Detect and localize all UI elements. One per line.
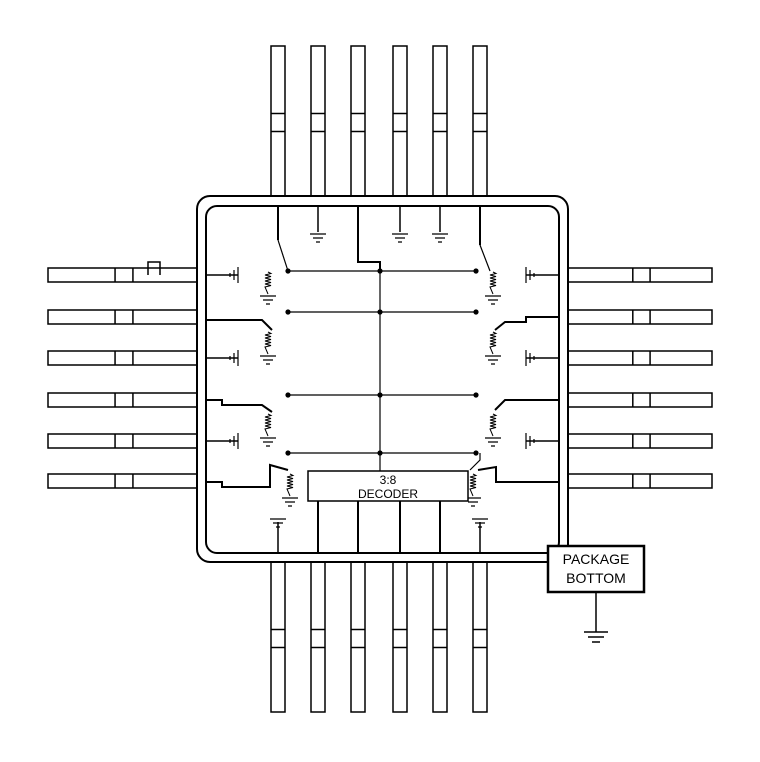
- internal-schematic: [147, 206, 559, 553]
- pin-lead: [47, 473, 198, 489]
- decoder-name-label: DECODER: [358, 487, 418, 501]
- pin-lead: [47, 267, 198, 283]
- decoder-ratio-label: 3:8: [380, 473, 397, 487]
- package-body: [196, 195, 569, 563]
- pin-lead: [472, 561, 488, 713]
- pin-lead: [392, 561, 408, 713]
- pin-lead: [567, 267, 713, 283]
- decoder-block: 3:8 DECODER: [307, 470, 469, 502]
- pin-lead: [472, 45, 488, 197]
- pin-lead: [47, 309, 198, 325]
- pin-lead: [567, 433, 713, 449]
- package-bottom-line2: BOTTOM: [566, 570, 626, 586]
- package-bottom-line1: PACKAGE: [563, 551, 630, 567]
- pin-lead: [47, 392, 198, 408]
- pin-lead: [567, 309, 713, 325]
- pin-lead: [270, 561, 286, 713]
- pin-leads: [47, 45, 713, 713]
- pin-lead: [567, 392, 713, 408]
- pin-lead: [270, 45, 286, 197]
- pin-lead: [392, 45, 408, 197]
- pin-lead: [310, 561, 326, 713]
- pin-lead: [432, 45, 448, 197]
- package-bottom-box: PACKAGE BOTTOM: [546, 544, 646, 643]
- pin-lead: [47, 433, 198, 449]
- pin-lead: [310, 45, 326, 197]
- pin-lead: [350, 45, 366, 197]
- pin-lead: [567, 350, 713, 366]
- pin-lead: [350, 561, 366, 713]
- pin-lead: [567, 473, 713, 489]
- package-ground-icon: [584, 592, 608, 643]
- pin-lead: [432, 561, 448, 713]
- pin-lead: [47, 350, 198, 366]
